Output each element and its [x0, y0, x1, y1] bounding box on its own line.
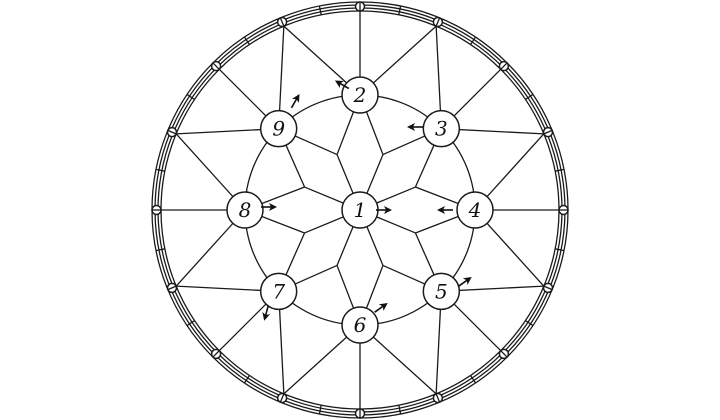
arrow-head — [437, 206, 445, 214]
node-circle — [259, 109, 298, 148]
rim-tick — [525, 320, 534, 327]
arrow-head — [334, 80, 344, 88]
node-2: 2 — [341, 76, 379, 114]
rim-tick — [525, 93, 534, 100]
node-circle — [341, 306, 379, 344]
node-6: 6 — [341, 306, 379, 344]
node-5: 5 — [422, 272, 461, 311]
rim-tick — [243, 375, 250, 384]
node-circle — [422, 272, 461, 311]
rim-tick — [555, 248, 565, 252]
node-label: 9 — [272, 117, 285, 141]
node-circle — [422, 109, 461, 148]
rim-anchor-cross — [543, 129, 553, 135]
rim-anchor-cross — [279, 393, 285, 403]
node-1: 1 — [341, 191, 379, 229]
arrow-icon — [290, 93, 300, 109]
node-label: 3 — [435, 117, 448, 141]
node-9: 9 — [259, 109, 298, 148]
arrow-icon — [458, 276, 472, 287]
rim-tick — [155, 248, 165, 252]
arrow-icon — [374, 302, 388, 313]
rim-tick — [186, 320, 195, 327]
arrow-icon — [376, 206, 392, 214]
rim-anchor-cross — [212, 350, 220, 358]
node-label: 1 — [354, 198, 367, 222]
rim-tick — [243, 36, 250, 45]
arrow-head — [292, 93, 300, 103]
arrow-head — [462, 276, 472, 285]
rim-anchor-cross — [500, 350, 508, 358]
arrow-head — [262, 311, 271, 321]
node-circle — [259, 272, 298, 311]
rim-anchor-cross — [500, 62, 508, 70]
arrow-icon — [262, 305, 271, 321]
rim-anchor-cross — [167, 285, 177, 291]
arrow-head — [269, 203, 277, 211]
rim-tick — [186, 93, 195, 100]
rim-tick — [555, 168, 565, 172]
arrow-head — [384, 206, 392, 214]
node-4: 4 — [456, 191, 494, 229]
node-label: 2 — [353, 83, 367, 107]
arrow-head — [407, 123, 415, 131]
node-7: 7 — [259, 272, 298, 311]
rim-anchor-cross — [435, 393, 441, 403]
node-circle — [226, 191, 264, 229]
arrow-icon — [437, 206, 453, 214]
rim-tick — [318, 5, 322, 15]
rim-tick — [398, 405, 402, 415]
rim-anchor-cross — [212, 62, 220, 70]
node-label: 6 — [354, 313, 367, 337]
rim-anchor-cross — [279, 17, 285, 27]
rim-tick — [470, 36, 477, 45]
rim-anchor-cross — [167, 129, 177, 135]
rim-tick — [470, 375, 477, 384]
arrow-icon — [261, 203, 277, 211]
rim-tick — [318, 405, 322, 415]
arrow-icon — [407, 123, 423, 131]
rim-tick — [398, 5, 402, 15]
rim-anchor-cross — [435, 17, 441, 27]
node-8: 8 — [226, 191, 264, 229]
arrow-icon — [334, 80, 350, 90]
arrow-head — [378, 302, 388, 311]
node-circle — [341, 76, 379, 114]
node-label: 8 — [239, 198, 252, 222]
node-circle — [456, 191, 494, 229]
rim-tick — [155, 168, 165, 172]
node-3: 3 — [422, 109, 461, 148]
node-label: 7 — [272, 279, 285, 303]
node-label: 5 — [435, 279, 448, 303]
node-label: 4 — [468, 198, 482, 222]
rim-anchor-cross — [543, 285, 553, 291]
